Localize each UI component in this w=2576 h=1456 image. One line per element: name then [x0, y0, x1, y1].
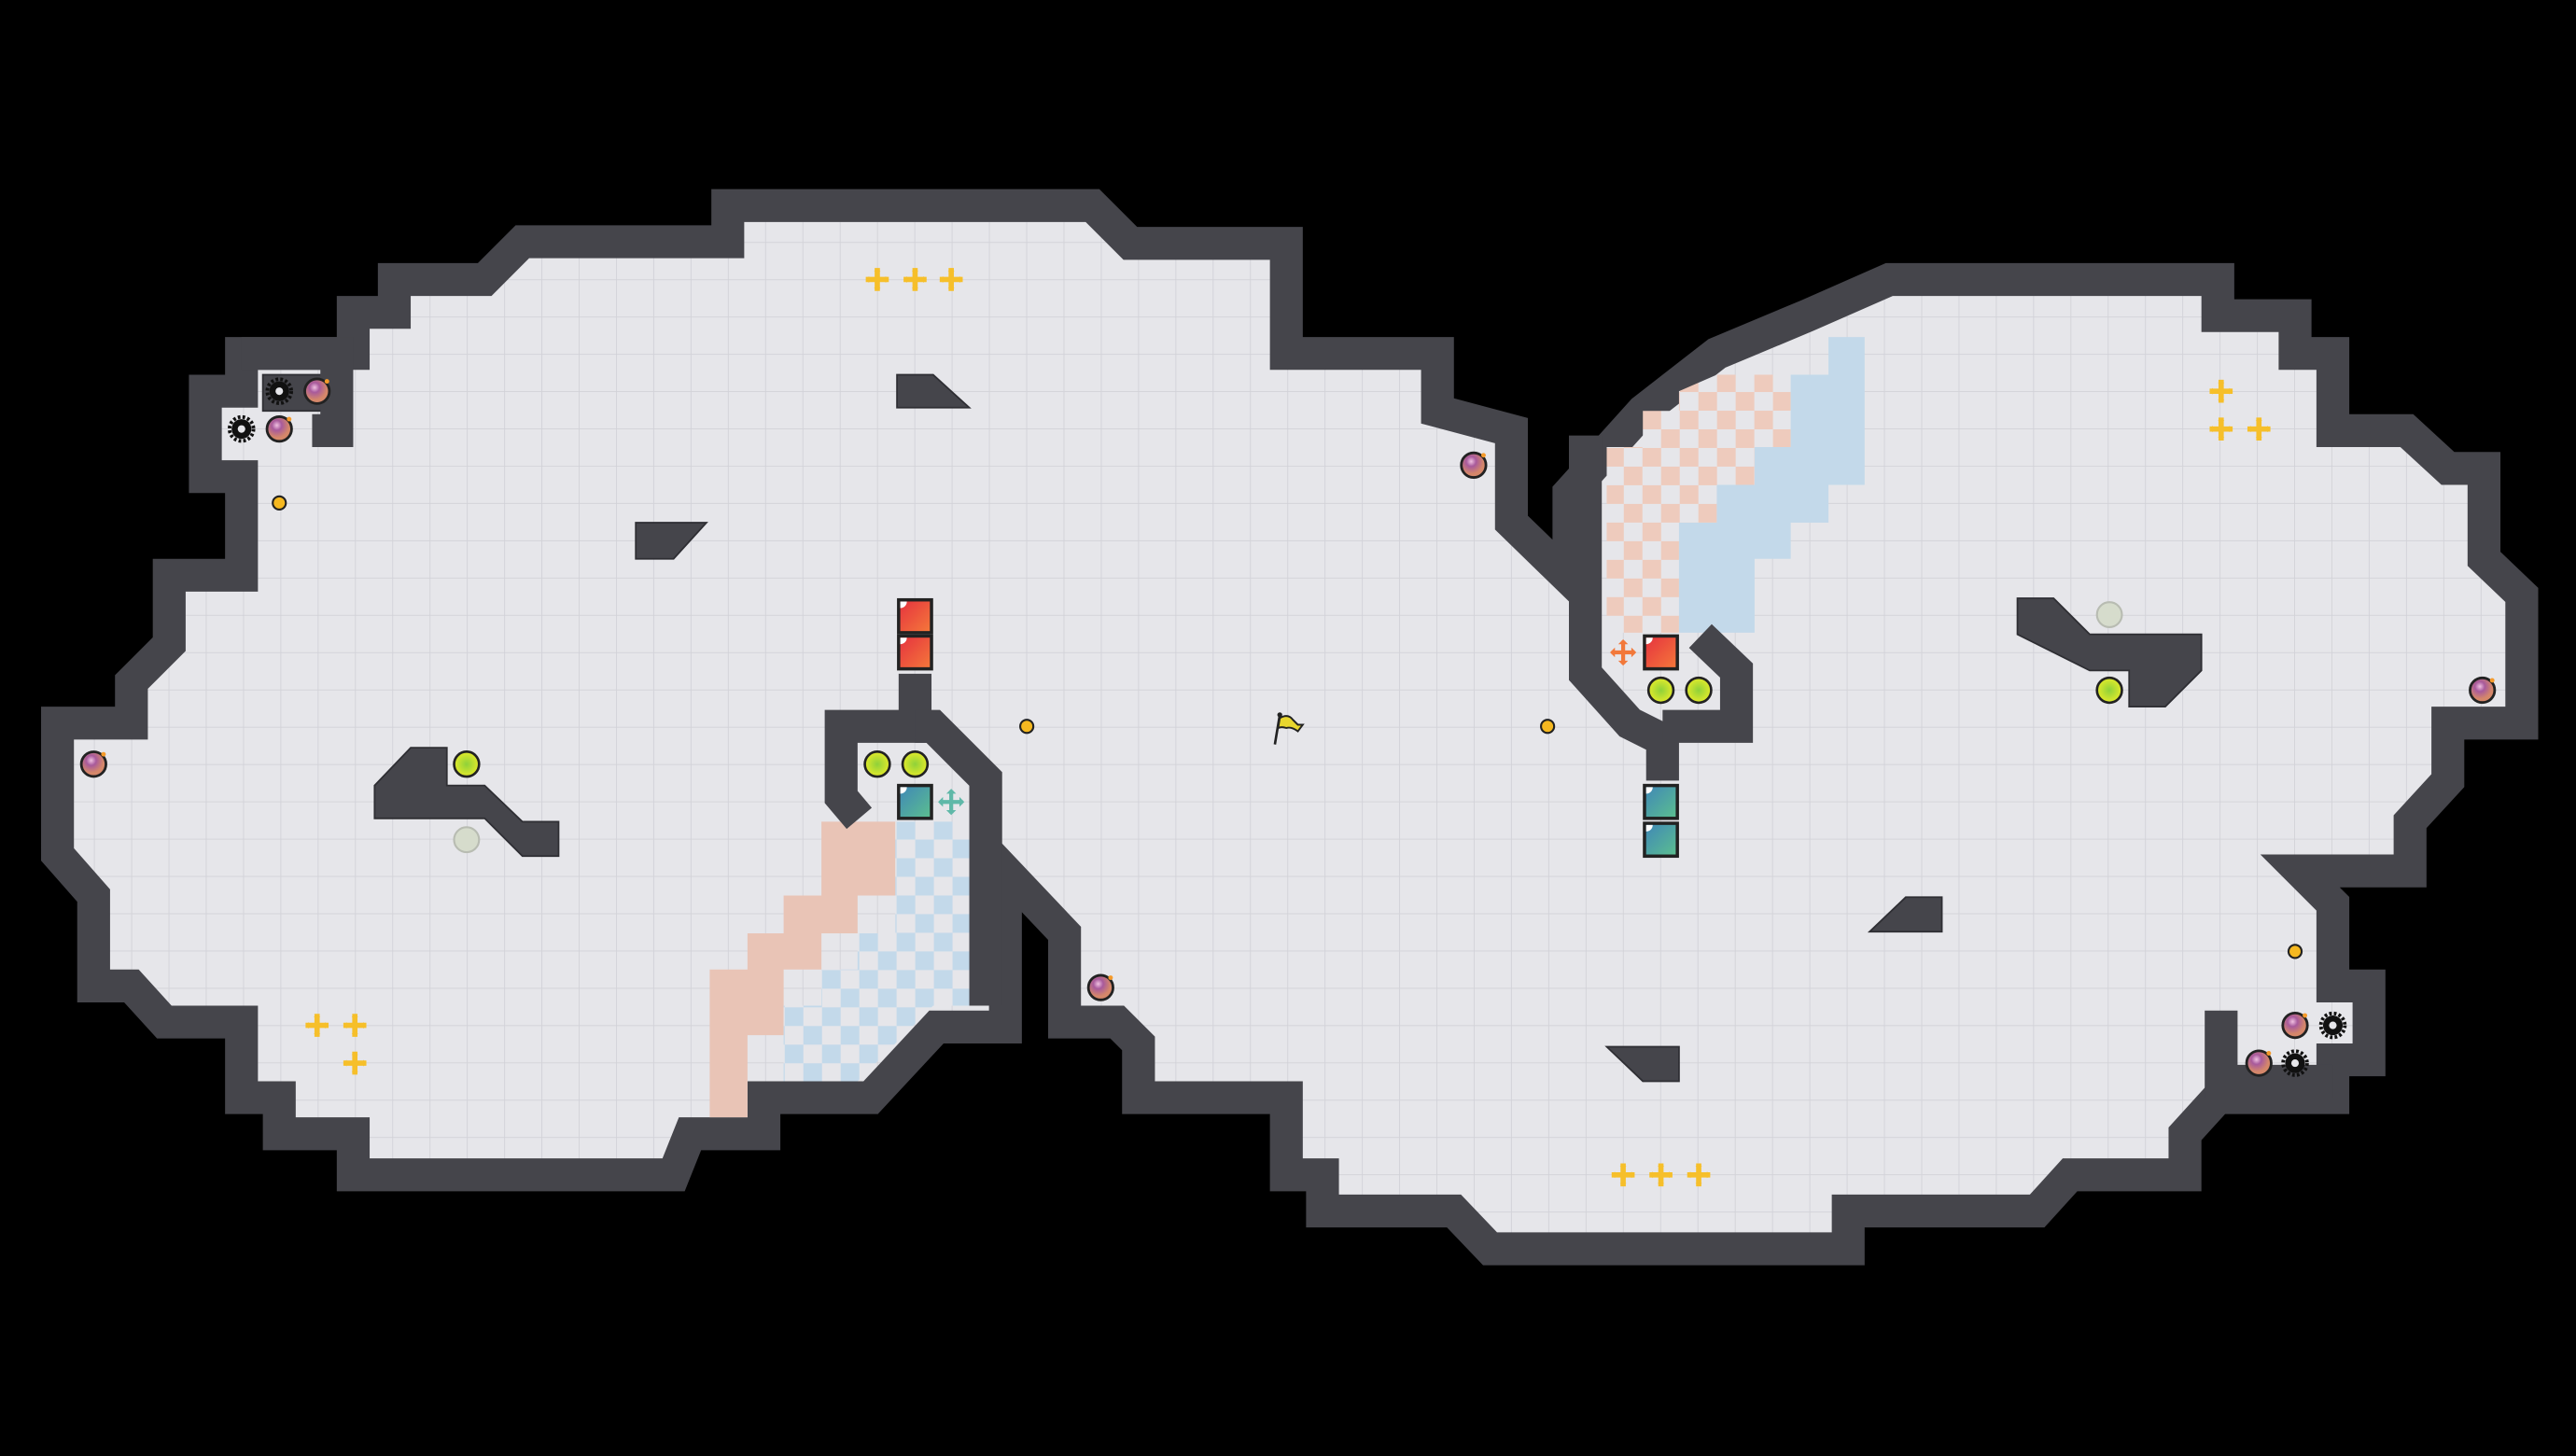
- gear-icon: [265, 377, 294, 405]
- faded-orb-icon: [453, 826, 481, 854]
- plus-pickup-icon: [865, 268, 889, 291]
- coin-icon: [1019, 719, 1035, 735]
- plus-pickup-icon: [939, 268, 963, 291]
- blue-checker-zone-left: [783, 821, 970, 1082]
- red-block: [897, 634, 933, 671]
- orb-icon: [1646, 676, 1675, 705]
- wall-block: [1867, 896, 1943, 933]
- salmon-zone-left: [709, 821, 896, 1118]
- orb-icon: [453, 750, 481, 778]
- plus-pickup-icon: [2209, 417, 2233, 441]
- wall-block: [2016, 597, 2203, 707]
- orb-icon: [901, 750, 930, 778]
- bomb-icon: [2469, 676, 2497, 705]
- goal-flag-icon: [1273, 712, 1305, 745]
- red-block: [897, 597, 933, 635]
- orb-icon: [863, 750, 891, 778]
- wall-block: [373, 747, 560, 858]
- faded-orb-icon: [2095, 601, 2123, 628]
- plus-pickup-icon: [1687, 1163, 1711, 1187]
- coin-icon: [2287, 944, 2303, 959]
- entities: [79, 268, 2497, 1187]
- wall-block: [1604, 1045, 1680, 1083]
- plus-pickup-icon: [305, 1014, 329, 1037]
- inner-wall-lines: [241, 337, 2333, 1099]
- wall-right-pocket: [1662, 623, 1754, 743]
- orb-icon: [2095, 676, 2123, 705]
- bomb-icon: [1460, 451, 1488, 479]
- wall-nook: [2205, 1010, 2333, 1099]
- wall-nook: [241, 337, 354, 448]
- plus-pickup-icon: [1611, 1163, 1635, 1187]
- bomb-icon: [2245, 1049, 2273, 1077]
- bomb-icon: [2281, 1011, 2309, 1040]
- wall-block: [635, 522, 708, 560]
- teal-block: [897, 783, 933, 820]
- teal-block: [1643, 821, 1679, 859]
- plus-pickup-icon: [2209, 379, 2233, 403]
- wall-left-house: [915, 709, 1002, 1006]
- inner-walls: [261, 373, 2203, 1083]
- wall-left-house: [824, 673, 932, 830]
- bomb-icon: [303, 377, 331, 405]
- zones: [709, 337, 1865, 1118]
- bomb-icon: [1086, 973, 1114, 1001]
- teal-block: [1643, 783, 1679, 820]
- bomb-icon: [79, 750, 107, 778]
- plus-pickup-icon: [343, 1014, 367, 1037]
- red-block: [1643, 634, 1679, 671]
- move-arrows-icon: [1610, 638, 1637, 666]
- move-arrows-icon: [938, 789, 965, 816]
- coin-icon: [272, 495, 287, 511]
- wall-block: [896, 373, 972, 409]
- wall-right-pocket: [1568, 435, 1679, 781]
- gear-icon: [2281, 1049, 2309, 1077]
- bomb-icon: [265, 415, 293, 443]
- plus-pickup-icon: [1649, 1163, 1673, 1187]
- gear-icon: [2318, 1011, 2347, 1040]
- salmon-checker-zone-right: [1606, 374, 1791, 633]
- plus-pickup-icon: [2247, 417, 2271, 441]
- plus-pickup-icon: [903, 268, 927, 291]
- plus-pickup-icon: [343, 1051, 367, 1075]
- gear-icon: [227, 414, 256, 443]
- coin-icon: [1540, 719, 1556, 735]
- orb-icon: [1685, 676, 1713, 705]
- blue-zone-right: [1678, 337, 1865, 633]
